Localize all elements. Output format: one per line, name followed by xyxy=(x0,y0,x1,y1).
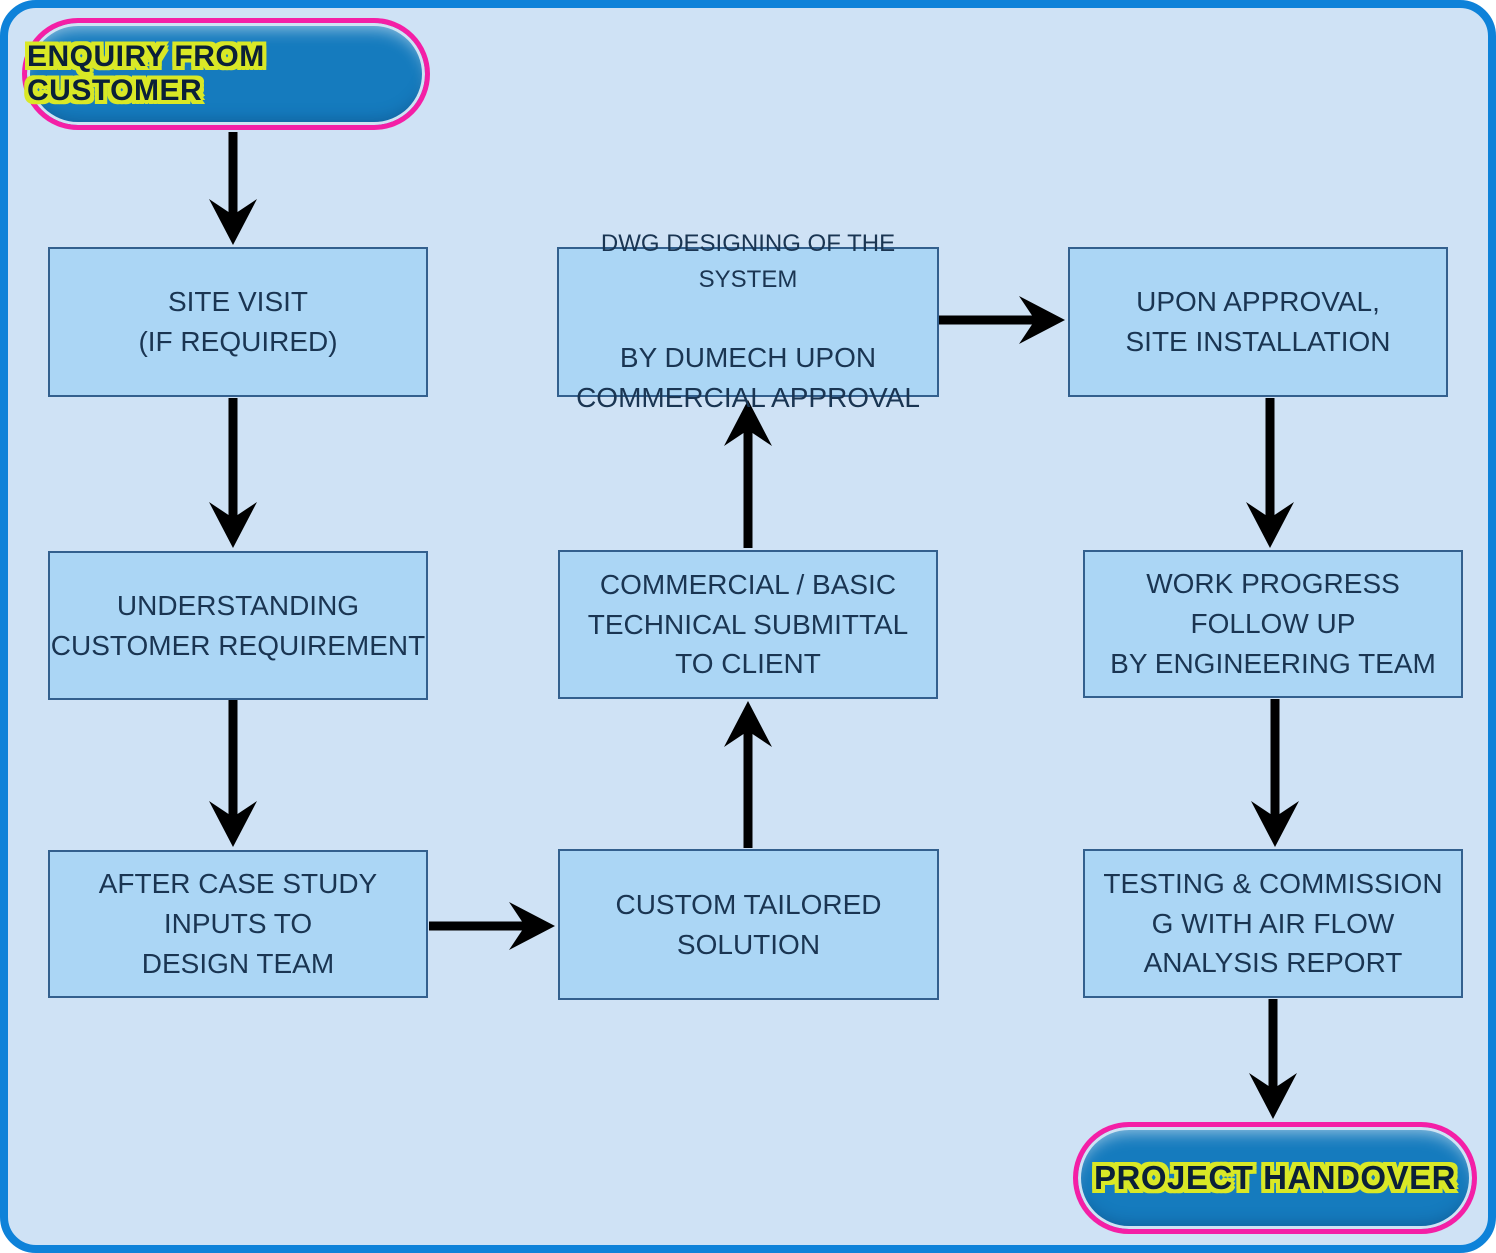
node-site-visit: SITE VISIT (IF REQUIRED) xyxy=(48,247,428,397)
start-terminator-label: ENQUIRY FROM CUSTOMER xyxy=(27,40,265,107)
start-terminator-enquiry: ENQUIRY FROM CUSTOMER xyxy=(22,18,430,130)
node-upon-approval-label: UPON APPROVAL, SITE INSTALLATION xyxy=(1125,286,1391,357)
node-upon-approval-site-installation: UPON APPROVAL, SITE INSTALLATION xyxy=(1068,247,1448,397)
node-understanding-label: UNDERSTANDING CUSTOMER REQUIREMENT xyxy=(50,589,426,661)
node-dwg-designing-rest: BY DUMECH UPON COMMERCIAL APPROVAL xyxy=(576,342,920,413)
node-dwg-designing: DWG DESIGNING OF THE SYSTEM BY DUMECH UP… xyxy=(557,230,939,413)
node-testing-label: TESTING & COMMISSION G WITH AIR FLOW ANA… xyxy=(1103,867,1443,979)
node-after-case-study-label: AFTER CASE STUDY INPUTS TO DESIGN TEAM xyxy=(98,868,378,979)
node-after-case-study: AFTER CASE STUDY INPUTS TO DESIGN TEAM xyxy=(48,850,428,998)
node-custom-tailored-solution: CUSTOM TAILORED SOLUTION xyxy=(558,849,939,1000)
node-site-visit-label: SITE VISIT (IF REQUIRED) xyxy=(138,286,338,357)
node-commercial-submittal-label: COMMERCIAL / BASIC TECHNICAL SUBMITTAL T… xyxy=(587,568,909,680)
end-terminator-label: PROJECT HANDOVER xyxy=(1094,1159,1456,1196)
end-terminator-project-handover: PROJECT HANDOVER xyxy=(1073,1122,1477,1234)
node-testing-commissioning: TESTING & COMMISSION G WITH AIR FLOW ANA… xyxy=(1083,849,1463,998)
node-understanding-customer-requirement: UNDERSTANDING CUSTOMER REQUIREMENT xyxy=(48,551,428,700)
node-dwg-designing-label: DWG DESIGNING OF THE SYSTEM BY DUMECH UP… xyxy=(559,187,937,458)
node-work-progress-follow-up: WORK PROGRESS FOLLOW UP BY ENGINEERING T… xyxy=(1083,550,1463,698)
node-work-progress-label: WORK PROGRESS FOLLOW UP BY ENGINEERING T… xyxy=(1110,568,1436,679)
node-commercial-submittal: COMMERCIAL / BASIC TECHNICAL SUBMITTAL T… xyxy=(558,550,938,699)
node-custom-tailored-label: CUSTOM TAILORED SOLUTION xyxy=(615,888,882,960)
node-dwg-designing-line1: DWG DESIGNING OF THE SYSTEM xyxy=(600,230,896,294)
